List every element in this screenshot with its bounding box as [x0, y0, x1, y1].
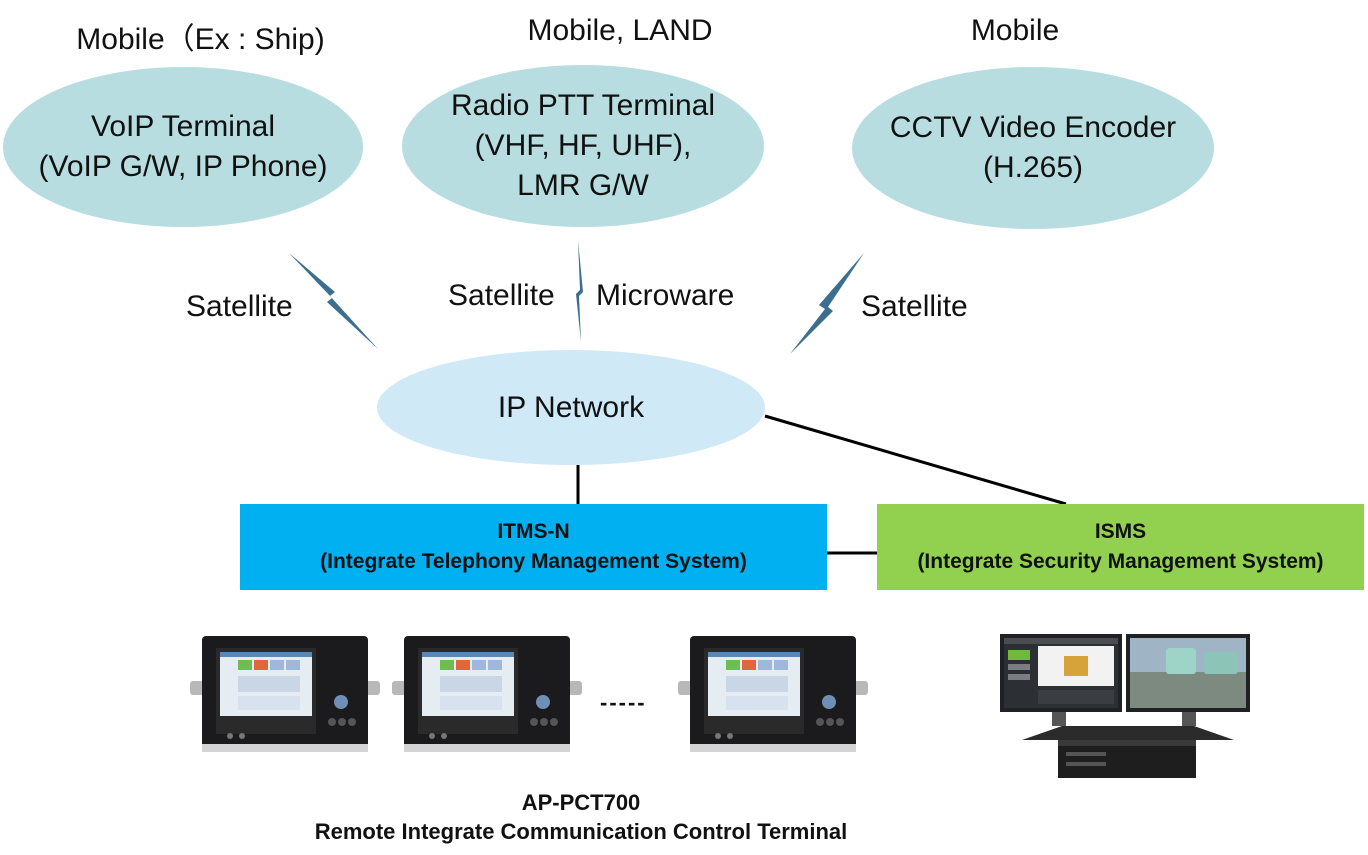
isms-workstation [1000, 634, 1250, 778]
voip-terminal-node: VoIP Terminal (VoIP G/W, IP Phone) [3, 67, 363, 227]
heading-mobile: Mobile [970, 14, 1060, 47]
voip-terminal-title: VoIP Terminal [91, 110, 275, 143]
control-terminal-3 [678, 636, 868, 752]
itms-n-description: (Integrate Telephony Management System) [320, 550, 747, 573]
radio-terminal-title: Radio PTT Terminal [451, 89, 715, 122]
voip-terminal-detail: (VoIP G/W, IP Phone) [38, 150, 328, 183]
control-terminal-1 [190, 636, 380, 752]
heading-mobile-land: Mobile, LAND [527, 14, 713, 47]
link-label-microwave: Microware [596, 279, 735, 312]
radio-terminal-gateway: LMR G/W [517, 169, 649, 202]
isms-box: ISMS (Integrate Security Management Syst… [877, 504, 1364, 590]
itms-n-name: ITMS-N [497, 520, 570, 543]
cctv-encoder-title: CCTV Video Encoder [889, 111, 1177, 144]
itms-n-box: ITMS-N (Integrate Telephony Management S… [240, 504, 827, 590]
radio-terminal-bands: (VHF, HF, UHF), [474, 129, 692, 162]
isms-description: (Integrate Security Management System) [917, 550, 1324, 573]
link-label-satellite-right: Satellite [861, 290, 968, 323]
heading-mobile-ship: Mobile（Ex : Ship) [76, 23, 325, 56]
link-label-satellite-left: Satellite [186, 290, 293, 323]
device-model-caption: AP-PCT700 [521, 790, 641, 815]
lightning-bolt-right-icon [790, 253, 864, 354]
cctv-encoder-node: CCTV Video Encoder (H.265) [852, 67, 1214, 229]
link-label-satellite-center: Satellite [448, 279, 555, 312]
terminal-separator: ----- [600, 690, 647, 715]
lightning-bolt-center-icon [576, 240, 583, 342]
radio-ptt-terminal-node: Radio PTT Terminal (VHF, HF, UHF), LMR G… [402, 65, 764, 227]
cctv-encoder-codec: (H.265) [982, 151, 1084, 184]
lightning-bolt-left-icon [289, 253, 378, 349]
ip-network-label: IP Network [497, 390, 645, 424]
network-to-isms-line [764, 414, 1067, 506]
control-terminal-2 [392, 636, 582, 752]
device-description-caption: Remote Integrate Communication Control T… [314, 819, 848, 844]
ip-network-node: IP Network [377, 350, 765, 465]
isms-name: ISMS [1094, 520, 1147, 543]
